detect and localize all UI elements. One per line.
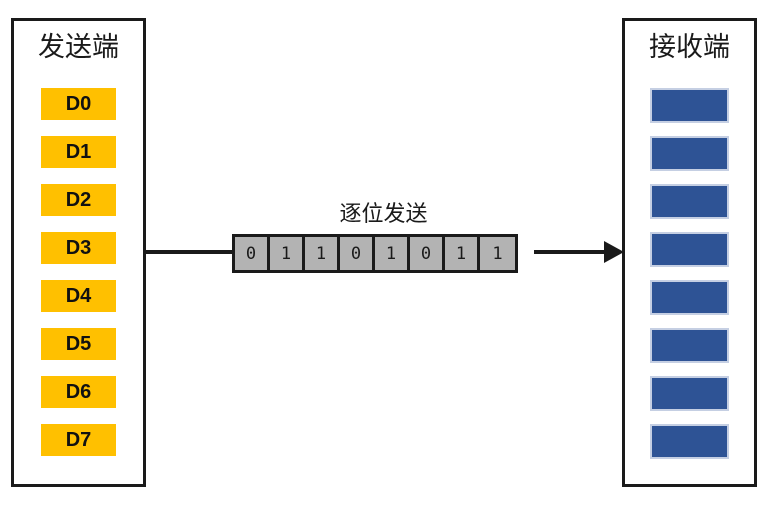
sender-data-cell: D6 [41,376,116,408]
bit-cell: 1 [375,237,410,270]
sender-data-cell: D3 [41,232,116,264]
bit-cell: 1 [445,237,480,270]
sender-data-cell: D4 [41,280,116,312]
transmission-label: 逐位发送 [339,202,428,227]
receiver-data-cell [650,88,729,123]
receiver-title: 接收端 [649,32,730,63]
bit-cell: 0 [340,237,375,270]
receiver-data-cell [650,376,729,411]
bit-cell: 0 [410,237,445,270]
transmission-line-left [144,250,234,254]
receiver-data-cell [650,184,729,219]
receiver-cell-stack [625,88,754,472]
receiver-data-cell [650,280,729,315]
sender-data-cell: D2 [41,184,116,216]
bit-cell: 1 [270,237,305,270]
bit-cell: 1 [480,237,515,270]
receiver-data-cell [650,328,729,363]
receiver-data-cell [650,424,729,459]
sender-data-cell: D7 [41,424,116,456]
arrow-right-icon [604,241,624,263]
transmission-line-right [534,250,612,254]
sender-data-cell: D1 [41,136,116,168]
sender-title: 发送端 [38,32,119,63]
sender-data-cell: D5 [41,328,116,360]
sender-data-cell: D0 [41,88,116,120]
receiver-data-cell [650,232,729,267]
bit-cell: 0 [235,237,270,270]
receiver-data-cell [650,136,729,171]
receiver-container: 接收端 [622,18,757,487]
bit-cell: 1 [305,237,340,270]
